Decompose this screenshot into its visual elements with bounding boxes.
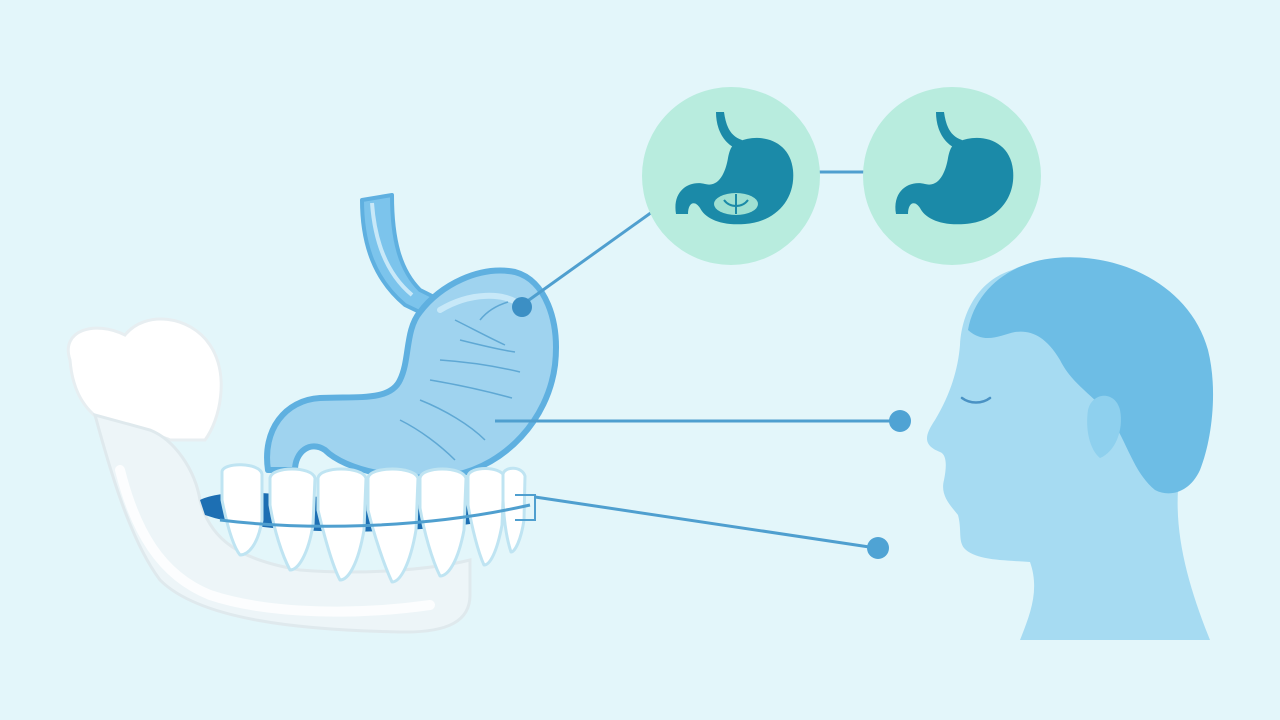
- connector-dot: [512, 297, 532, 317]
- connector-stomach-to-circle: [521, 210, 653, 307]
- connector-teeth-to-head: [534, 495, 877, 550]
- connector-dot: [867, 537, 889, 559]
- stomach-with-contents-icon: [642, 87, 820, 265]
- dental-jaw-icon: [66, 317, 472, 634]
- lower-teeth-icon: [200, 463, 536, 584]
- closed-eye: [960, 396, 992, 404]
- hair: [968, 257, 1214, 494]
- ear: [1087, 395, 1121, 458]
- connector-dot: [889, 410, 911, 432]
- stomach-icon: [264, 193, 559, 481]
- human-head-profile-icon: [926, 257, 1214, 640]
- stomach-empty-icon: [863, 87, 1041, 265]
- connectors: [495, 170, 911, 559]
